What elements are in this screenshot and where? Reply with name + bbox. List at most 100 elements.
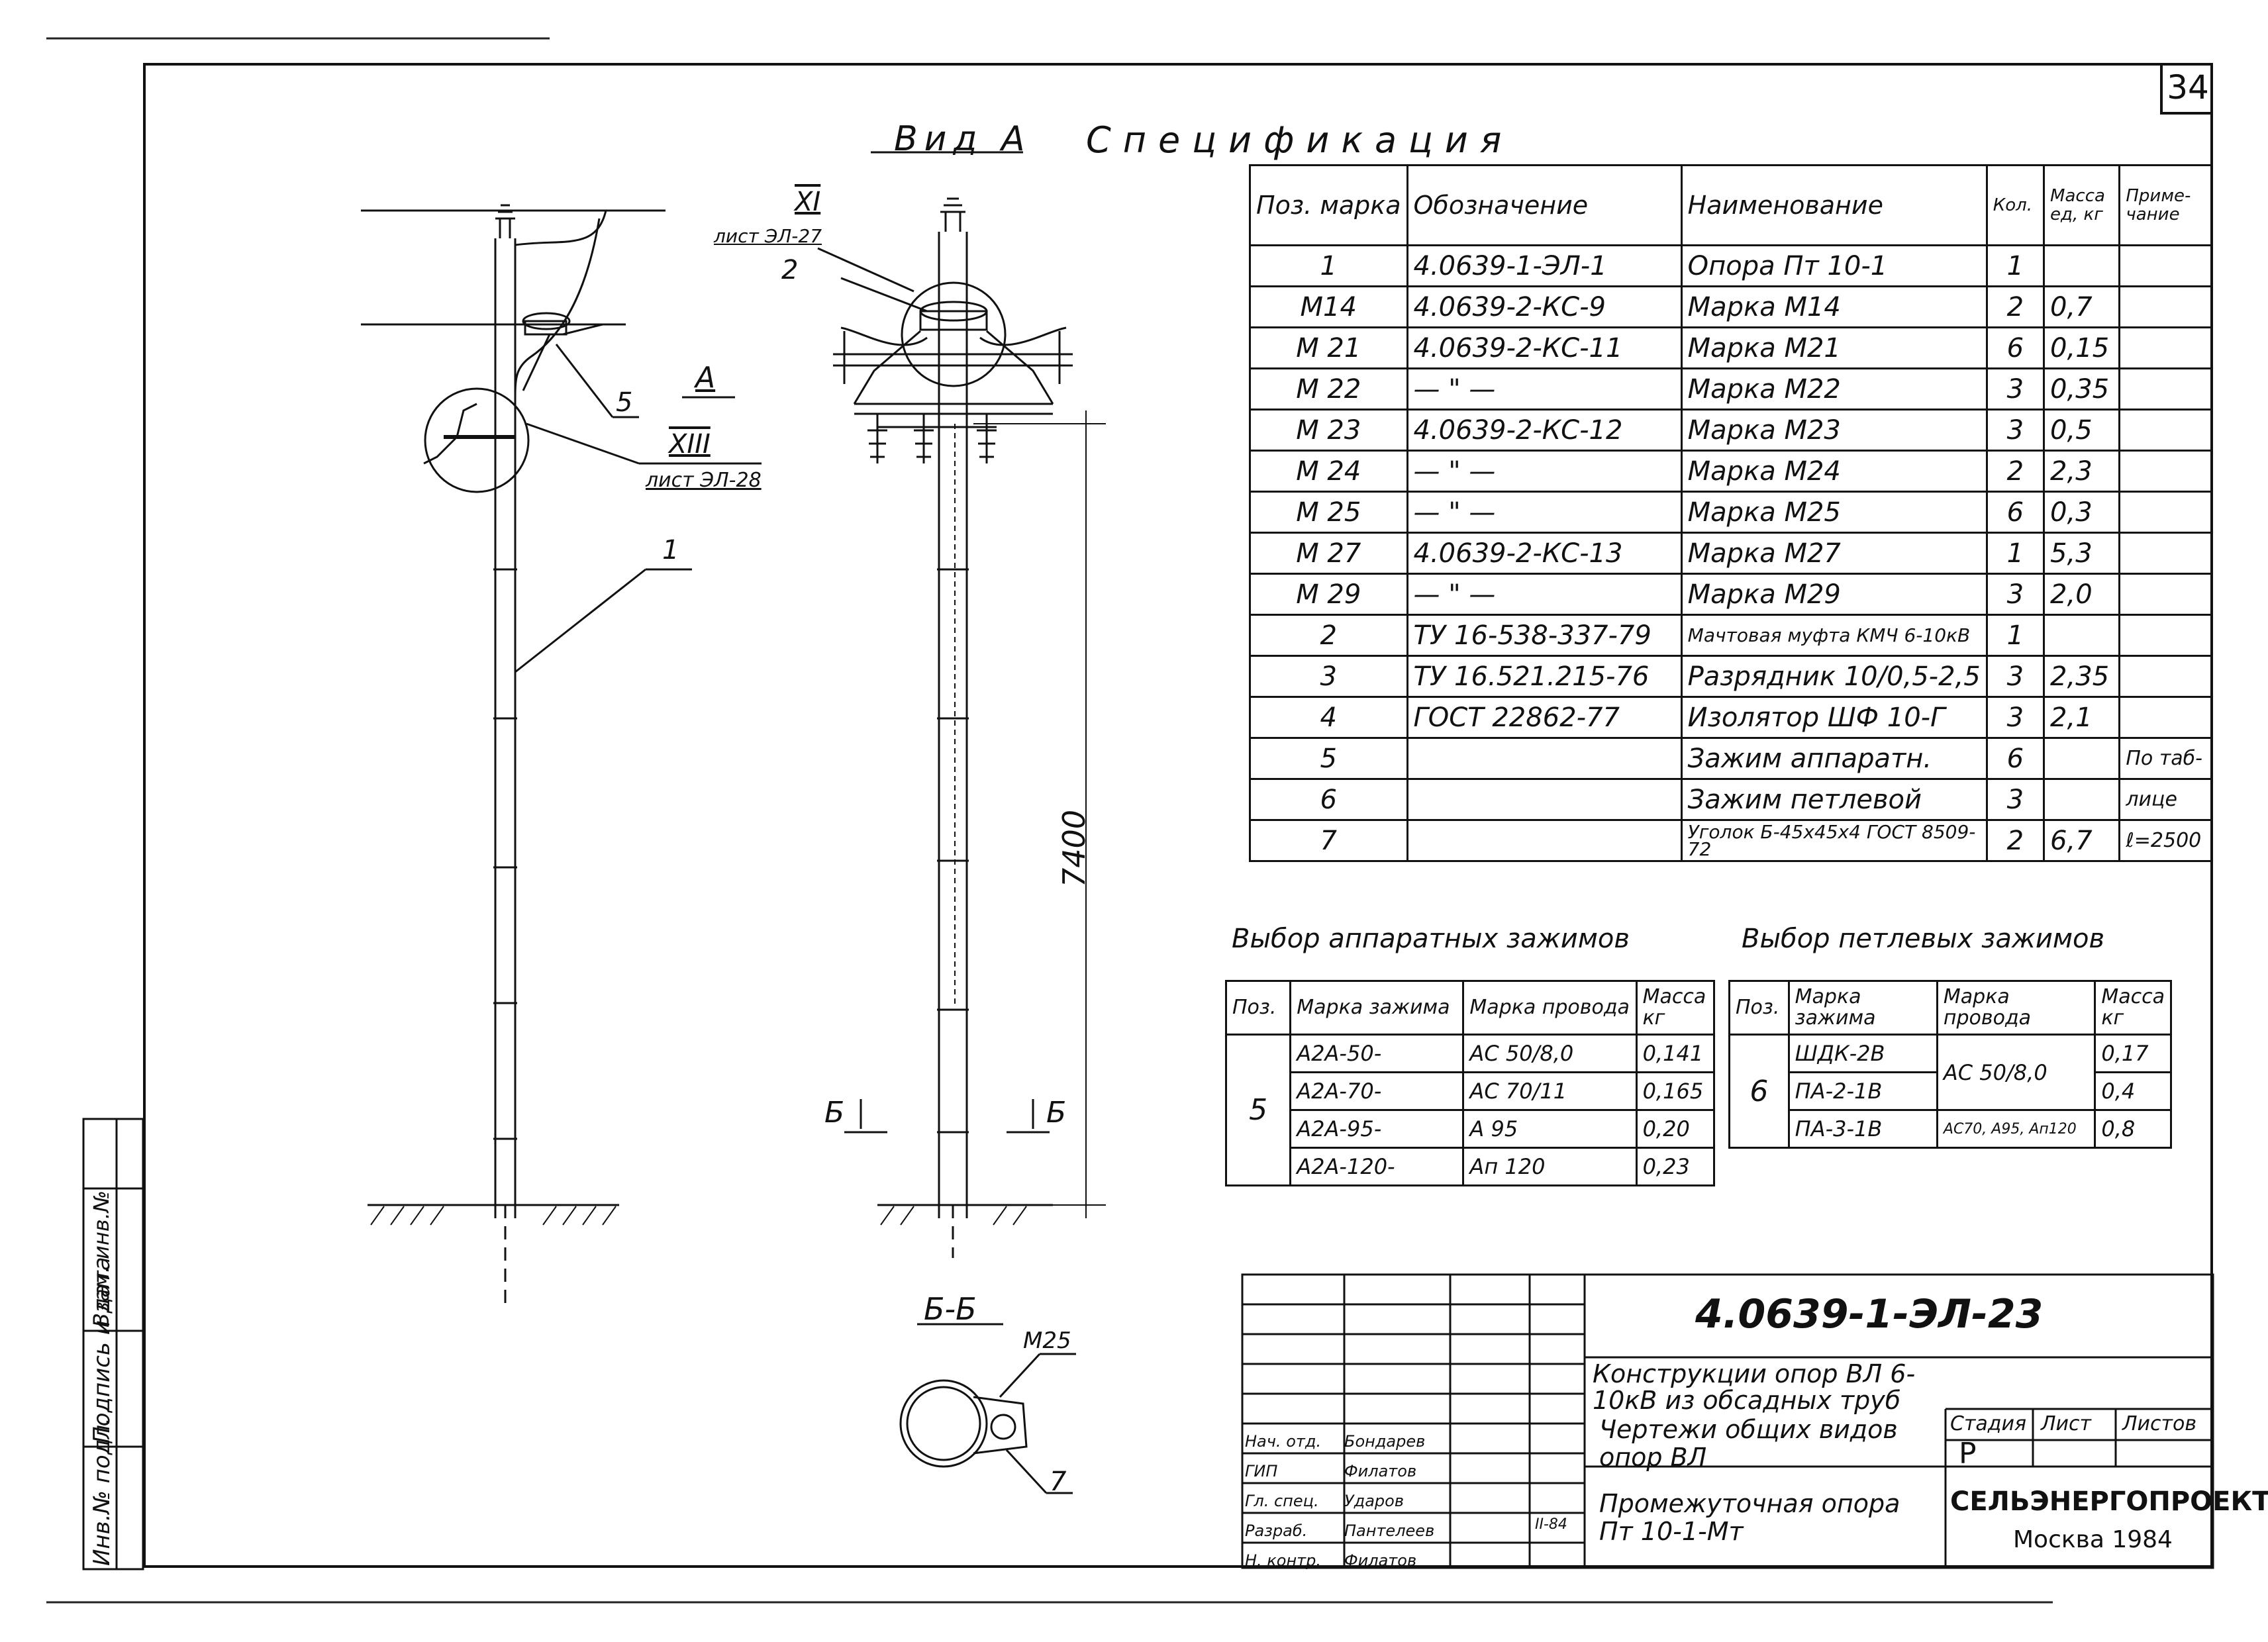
section-b-right: Б: [1046, 1096, 1067, 1130]
org-name: СЕЛЬЭНЕРГОПРОЕКТ: [1950, 1486, 2268, 1517]
spec-cell: 6: [1985, 326, 2046, 369]
stage-label: Стадия: [1950, 1412, 2027, 1435]
lc-header: Масса кг: [2094, 980, 2172, 1036]
spec-cell: [2118, 532, 2213, 575]
table-row: 6 ШДК-2В АС 50/8,0 0,17: [1728, 1034, 2172, 1149]
spec-cell: М 25: [1249, 491, 1408, 534]
spec-cell: ТУ 16.521.215-76: [1406, 655, 1683, 698]
spec-cell: [2118, 367, 2213, 410]
spec-cell: ГОСТ 22862-77: [1406, 696, 1683, 739]
spec-cell: М 22: [1249, 367, 1408, 410]
spec-header: Приме-чание: [2118, 164, 2213, 246]
view-a-drawing: [817, 151, 1106, 1258]
person-role: Разраб.: [1245, 1521, 1308, 1540]
table-row: ПА-2-1В 0,4: [1730, 1071, 2172, 1111]
spec-cell: М 29: [1249, 573, 1408, 616]
spec-cell: 3: [1985, 696, 2046, 739]
label-a: А: [695, 361, 716, 395]
person-role: Гл. спец.: [1245, 1492, 1319, 1510]
spec-cell: 1: [1985, 532, 2046, 575]
spec-cell: [2043, 614, 2121, 657]
spec-cell: [2118, 450, 2213, 493]
spec-cell: 3: [1249, 655, 1408, 698]
lc-cell: 0,8: [2094, 1109, 2172, 1149]
person-name: Ударов: [1344, 1492, 1404, 1510]
ac-cell: 0,141: [1635, 1034, 1716, 1073]
spec-cell: лице: [2118, 778, 2213, 821]
ac-cell: А2А-50-: [1289, 1034, 1465, 1073]
spec-cell: 6: [1985, 491, 2046, 534]
spec-cell: 3: [1985, 409, 2046, 452]
spec-cell: М14: [1249, 285, 1408, 328]
spec-cell: 2: [1985, 819, 2046, 862]
person-name: Филатов: [1344, 1462, 1417, 1480]
stage-value: Р: [1959, 1437, 1977, 1471]
spec-cell: Зажим петлевой: [1680, 778, 1988, 821]
spec-cell: 2,35: [2043, 655, 2121, 698]
spec-cell: [2118, 285, 2213, 328]
ac-cell: АС 70/11: [1462, 1071, 1638, 1111]
spec-cell: 4.0639-1-ЭЛ-1: [1406, 244, 1683, 287]
ac-cell: А 95: [1462, 1109, 1638, 1149]
person-row: Разраб.Пантелеев: [1245, 1516, 1434, 1546]
spec-cell: [2118, 244, 2213, 287]
spec-cell: Марка М14: [1680, 285, 1988, 328]
lc-header: Марка провода: [1936, 980, 2096, 1036]
ac-cell: А2А-95-: [1289, 1109, 1465, 1149]
table-row: А2А-95- А 95 0,20: [1226, 1109, 1716, 1149]
dimension-7400: 7400: [1056, 809, 1092, 887]
sheet-number: 34: [2160, 63, 2213, 115]
ac-header: Марка зажима: [1289, 980, 1465, 1036]
ac-cell: А2А-70-: [1289, 1071, 1465, 1111]
spec-cell: — " —: [1406, 573, 1683, 616]
spec-cell: 7: [1249, 819, 1408, 862]
spec-header: Кол.: [1985, 164, 2046, 246]
ac-header: Масса кг: [1635, 980, 1716, 1036]
spec-cell: 4.0639-2-КС-11: [1406, 326, 1683, 369]
spec-title: Спецификация: [1086, 119, 1514, 161]
person-role: ГИП: [1245, 1462, 1278, 1480]
spec-cell: Марка М21: [1680, 326, 1988, 369]
spec-cell: 0,35: [2043, 367, 2121, 410]
table-row: 5 А2А-50- АС 50/8,0 0,141: [1224, 1034, 1716, 1186]
title-block-frame: [1241, 1273, 2214, 1569]
spec-cell: 3: [1985, 573, 2046, 616]
spec-cell: [2043, 244, 2121, 287]
table-row: А2А-120- Ап 120 0,23: [1226, 1147, 1716, 1186]
table-row: А2А-70- АС 70/11 0,165: [1226, 1071, 1716, 1111]
spec-cell: Уголок Б-45х45х4 ГОСТ 8509-72: [1680, 819, 1988, 862]
person-name: Бондарев: [1344, 1432, 1426, 1451]
person-role: Нач. отд.: [1245, 1432, 1322, 1451]
view-a-title: Вид А: [894, 119, 1032, 159]
person-row: Н. контр. Филатов: [1245, 1546, 1434, 1576]
item-name: Промежуточная опора Пт 10-1-Мт: [1599, 1489, 1900, 1546]
callout-xiii: XIII: [669, 429, 711, 459]
lc-cell: 0,4: [2094, 1071, 2172, 1111]
sheets-label: Листов: [2122, 1412, 2197, 1435]
spec-cell: [1406, 737, 1683, 780]
callout-xi: XI: [795, 187, 821, 217]
person-name: Филатов: [1344, 1551, 1417, 1570]
apparatus-clamps-table: Поз. Марка зажима Марка провода Масса кг…: [1224, 980, 1716, 1186]
apparatus-clamps-title: Выбор аппаратных зажимов: [1232, 924, 1630, 954]
spec-cell: 2: [1249, 614, 1408, 657]
city-year: Москва 1984: [2013, 1526, 2173, 1553]
spec-cell: 0,15: [2043, 326, 2121, 369]
ac-header: Марка провода: [1462, 980, 1638, 1036]
ac-cell: А2А-120-: [1289, 1147, 1465, 1186]
spec-cell: 6,7: [2043, 819, 2121, 862]
spec-cell: 3: [1985, 367, 2046, 410]
lc-header: Поз.: [1728, 980, 1790, 1036]
lc-cell: АС 50/8,0: [1936, 1034, 2096, 1111]
loop-clamps-table: Поз. Марка зажима Марка провода Масса кг…: [1728, 980, 2172, 1149]
spec-cell: ℓ=2500: [2118, 819, 2213, 862]
spec-cell: ТУ 16-538-337-79: [1406, 614, 1683, 657]
spec-cell: Марка М27: [1680, 532, 1988, 575]
person-role: Н. контр.: [1245, 1551, 1322, 1570]
strip-field-3: Взам. инв.№: [89, 1190, 114, 1328]
ac-cell: Ап 120: [1462, 1147, 1638, 1186]
